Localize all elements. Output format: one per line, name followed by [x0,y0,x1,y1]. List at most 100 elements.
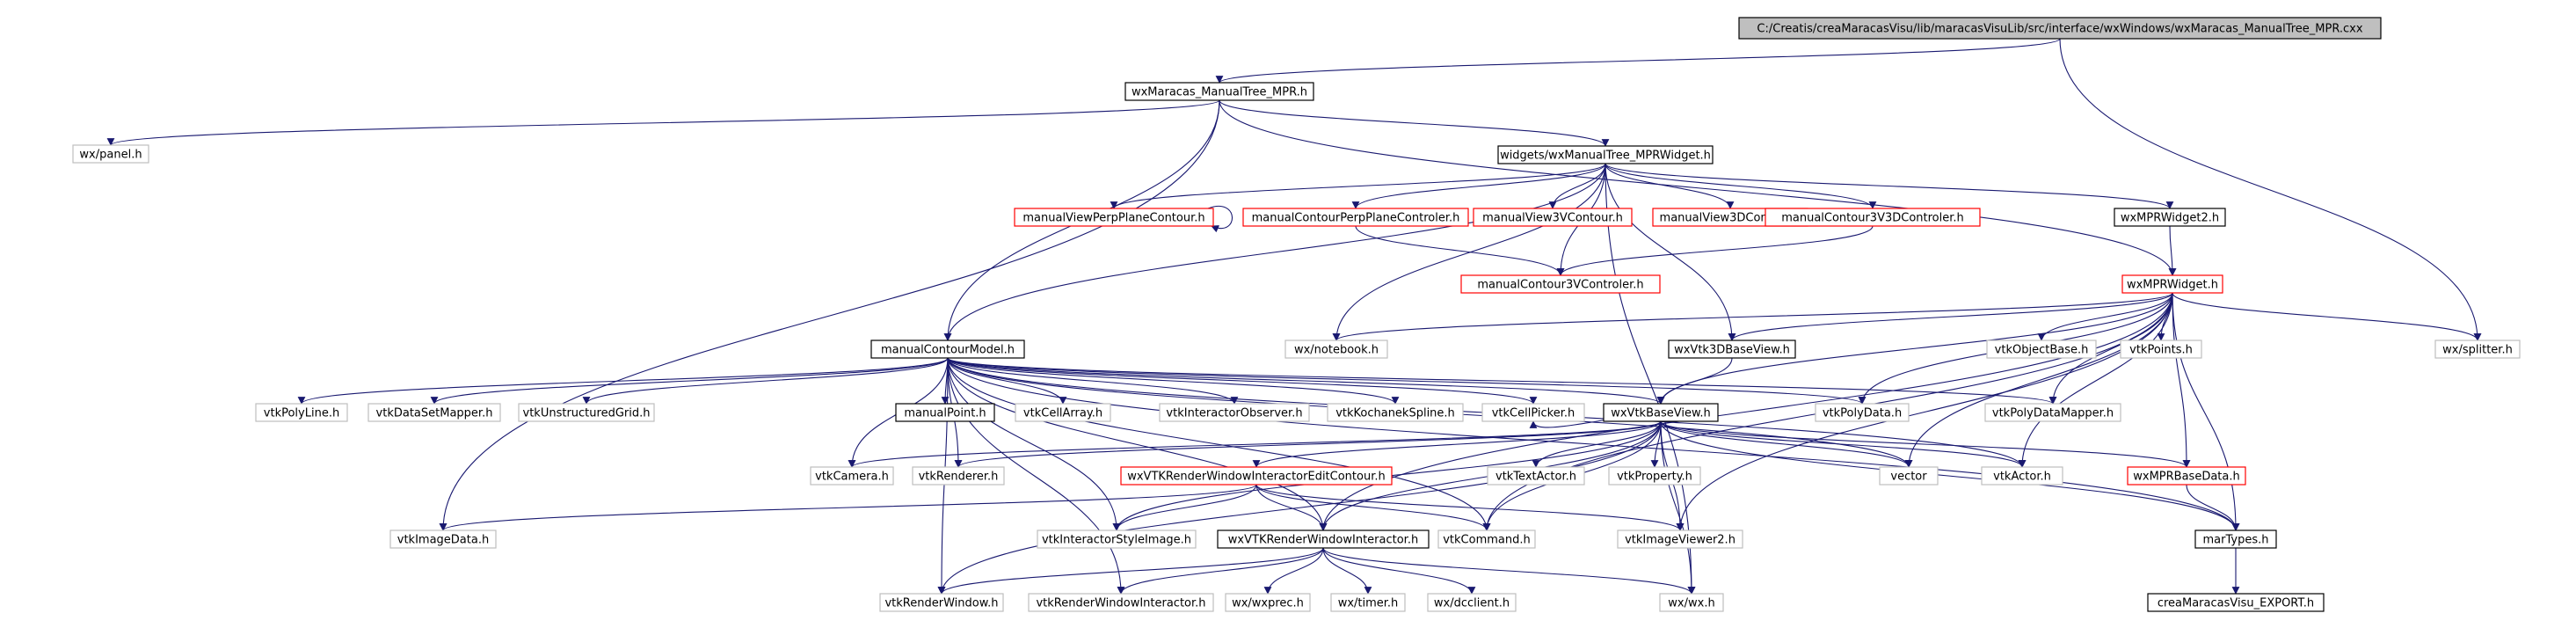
node-box [1608,466,1701,486]
node-root[interactable]: C:/Creatis/creaMaracasVisu/lib/maracasVi… [1738,17,2382,40]
node-box [1984,403,2121,422]
node-label: manualView3VContour.h [1482,212,1623,225]
edge-wxMPRBaseData-to-marTypes [2186,484,2240,531]
node-box [810,466,894,486]
edge-wxMPRWidget-to-wx_notebook [1332,292,2173,341]
node-manualContourModel[interactable]: manualContourModel.h [870,340,1025,359]
node-box [1981,466,2063,486]
edge-wxManualTree_MPRWidget-to-manualContour3V3DControler [1605,163,1877,209]
node-label: vtkInteractorStyleImage.h [1042,534,1191,547]
edge-wxManualTree_MPRWidget-to-manualView3DContour [1605,163,1735,209]
node-box [1879,466,1939,486]
node-label: wxVTKRenderWindowInteractor.h [1228,534,1418,547]
edge-manualContourModel-to-vtkUnstructuredGrid [582,357,949,405]
edge-wxManualTree_MPRWidget-to-wxVtk3DBaseView [1605,163,1736,341]
edge-wxVTKRenderWindowInteractor-to-wx_timer [1322,547,1372,595]
node-box [1815,403,1910,422]
edge-wxVTKRenderWindowInteractorEditContour-to-vtkCommand [1255,484,1491,531]
node-wxMPRWidget2[interactable]: wxMPRWidget2.h [2114,208,2226,227]
node-label: vtkUnstructuredGrid.h [523,407,651,420]
edge-wxManualTree_MPRWidget-to-wx_wx [1605,163,1696,595]
edge-wxVtkBaseView-to-vector [1660,420,1913,468]
edge-wxVTKRenderWindowInteractorEditContour-to-wxVTKRenderWindowInteractor [1255,484,1328,531]
edge-wxManualTree_MPRWidget-to-manualContourPerpPlaneControler [1351,163,1606,209]
edge-root-to-wxMaracas_ManualTree_MPR [1215,38,2061,84]
node-vtkPoints: vtkPoints.h [2120,340,2202,359]
node-box [2120,340,2202,359]
node-wxVtk3DBaseView[interactable]: wxVtk3DBaseView.h [1668,340,1796,359]
node-box [870,340,1025,359]
edge-manualContourModel-to-vtkKochanekSpline [947,357,1400,405]
edge-wxVTKRenderWindowInteractorEditContour-to-vtkImageData [439,484,1257,531]
node-label: vtkProperty.h [1617,471,1692,484]
edge-wxVTKRenderWindowInteractor-to-vtkRenderWindow [937,547,1324,595]
node-box [1037,529,1197,549]
node-label: vtkPolyDataMapper.h [1992,407,2114,420]
edge-wxMPRWidget-to-wxMPRBaseData [2172,292,2191,468]
node-vtkCamera: vtkCamera.h [810,466,894,486]
node-box [1120,466,1393,486]
node-wxVTKRenderWindowInteractorEditContour[interactable]: wxVTKRenderWindowInteractorEditContour.h [1120,466,1393,486]
node-box [1330,593,1406,612]
node-marTypes[interactable]: marTypes.h [2194,529,2277,549]
node-wx_wx: wx/wx.h [1659,593,1724,612]
node-wxVTKRenderWindowInteractor[interactable]: wxVTKRenderWindowInteractor.h [1217,529,1430,549]
node-box [1659,593,1724,612]
node-manualView3VContour[interactable]: manualView3VContour.h [1473,208,1633,227]
node-label: manualContourPerpPlaneControler.h [1252,212,1460,225]
node-vtkRenderWindowInteractor: vtkRenderWindowInteractor.h [1028,593,1214,612]
edge-manualContourModel-to-vtkInteractorObserver [947,357,1239,405]
node-label: wx/wxprec.h [1232,597,1304,610]
edge-wxVTKRenderWindowInteractor-to-vtkRenderWindowInteractor [1117,547,1324,595]
node-wxMPRBaseData[interactable]: wxMPRBaseData.h [2127,466,2246,486]
node-box [1986,340,2097,359]
node-wx_dcclient: wx/dcclient.h [1427,593,1517,612]
node-wxMaracas_ManualTree_MPR[interactable]: wxMaracas_ManualTree_MPR.h [1124,82,1314,101]
node-vtkObjectBase: vtkObjectBase.h [1986,340,2097,359]
node-box [1217,529,1430,549]
node-box [1460,274,1661,294]
node-box [1014,208,1214,227]
node-box [1668,340,1796,359]
node-box [1284,340,1388,359]
node-wxVtkBaseView[interactable]: wxVtkBaseView.h [1603,403,1719,422]
edge-wxMaracas_ManualTree_MPR-to-wxMPRWidget [1219,99,2177,276]
node-label: vtkCellPicker.h [1492,407,1575,420]
node-creaMaracasVisu_EXPORT[interactable]: creaMaracasVisu_EXPORT.h [2147,593,2325,612]
node-box [1487,466,1585,486]
edge-wxManualTree_MPRWidget-to-manualViewPerpPlaneContour [1110,163,1606,209]
node-vtkInteractorStyleImage: vtkInteractorStyleImage.h [1037,529,1197,549]
node-label: vtkCellArray.h [1023,407,1102,420]
edge-wxMaracas_ManualTree_MPR-to-wxManualTree_MPRWidget [1219,99,1610,147]
node-label: vtkObjectBase.h [1995,344,2089,357]
node-label: wxMPRBaseData.h [2133,471,2239,484]
node-label: wxVtk3DBaseView.h [1674,344,1790,357]
node-label: vtkDataSetMapper.h [376,407,493,420]
node-manualViewPerpPlaneContour[interactable]: manualViewPerpPlaneContour.h [1014,208,1214,227]
node-label: wxMPRWidget.h [2127,279,2218,292]
node-manualContour3VControler[interactable]: manualContour3VControler.h [1460,274,1661,294]
node-wxMPRWidget[interactable]: wxMPRWidget.h [2121,274,2223,294]
edge-wxVtkBaseView-to-vtkRenderer [954,420,1662,468]
node-vtkRenderWindow: vtkRenderWindow.h [879,593,1004,612]
node-manualPoint[interactable]: manualPoint.h [895,403,995,422]
node-label: creaMaracasVisu_EXPORT.h [2158,597,2314,610]
node-vtkActor: vtkActor.h [1981,466,2063,486]
node-vector: vector [1879,466,1939,486]
node-manualContour3V3DControler[interactable]: manualContour3V3DControler.h [1765,208,1981,227]
node-wxManualTree_MPRWidget[interactable]: widgets/wxManualTree_MPRWidget.h [1497,145,1714,164]
edge-wxMPRWidget-to-vtkImageViewer2 [1676,292,2173,531]
node-box [1738,17,2382,40]
node-box [895,403,995,422]
node-wx_timer: wx/timer.h [1330,593,1406,612]
node-manualContourPerpPlaneControler[interactable]: manualContourPerpPlaneControler.h [1242,208,1469,227]
node-label: manualPoint.h [904,407,986,420]
edge-wxVTKRenderWindowInteractor-to-wx_wx [1322,547,1696,595]
edge-wxVTKRenderWindowInteractor-to-wx_wxprec [1263,547,1324,595]
edge-manualContourModel-to-vtkInteractorStyleImage [947,357,1121,531]
edge-wxMPRWidget-to-vtkActor [2018,292,2173,468]
edge-wxMPRWidget-to-wx_splitter [2172,292,2482,341]
node-label: wx/dcclient.h [1434,597,1510,610]
node-box [1603,403,1719,422]
node-vtkImageViewer2: vtkImageViewer2.h [1617,529,1743,549]
